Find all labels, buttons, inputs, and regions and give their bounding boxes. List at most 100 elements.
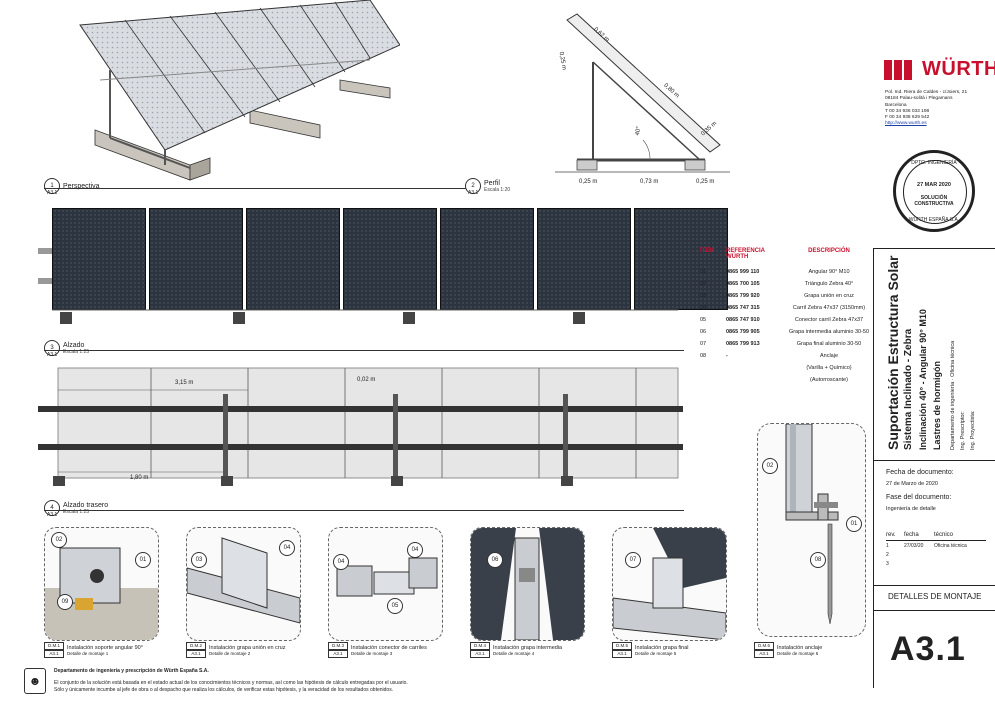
stamp-bottom-text: WÜRTH ESPAÑA S.A. [908, 217, 960, 223]
view-number: 3 [44, 340, 60, 356]
dim-base-2: 0,73 m [640, 179, 659, 185]
doc-phase: Ingeniería de detalle [886, 506, 936, 512]
front-elevation-base [38, 248, 678, 324]
company-web-link[interactable]: http://www.wurth.es [885, 121, 927, 127]
doc-subtitle-1: Sistema Inclinado - Zebra [903, 328, 914, 450]
brand-name: WÜRTH [922, 58, 995, 80]
view-tag-perspective: 1 Perspectiva [44, 178, 100, 194]
approval-stamp: DPTO. INGENIERÍA 27 MAR 2020 SOLUCIÓN CO… [893, 150, 975, 232]
table-row: 08-Anclaje [700, 353, 839, 359]
view-title: Perspectiva [63, 182, 100, 190]
view-tag-profile: 2 Perfil Escala 1:20 [465, 178, 510, 194]
items-table-header: ITEM REFERENCIA WÜRTH DESCRIPCIÓN [700, 248, 850, 260]
front-elevation-panels [52, 208, 728, 310]
wurth-logo-icon [884, 59, 912, 80]
footer-disclaimer-2: Sólo y únicamente incumbe al jefe de obr… [54, 687, 394, 693]
doc-phase-label: Fase del documento: [886, 494, 952, 501]
item-marker: 01 [135, 552, 151, 568]
item-marker: 01 [846, 516, 862, 532]
dim-base-1: 0,25 m [579, 179, 598, 185]
anchor-drawing [785, 424, 839, 625]
item-marker: 07 [625, 552, 641, 568]
view-tag-front: 3 Alzado Escala 1:25 [44, 340, 89, 356]
item-marker: 04 [333, 554, 349, 570]
view-number: 2 [465, 178, 481, 194]
view-sheet: A3.1 [468, 190, 479, 196]
company-address: Pol. Ind. Riera de Caldes - c/Joiers, 21… [885, 90, 990, 128]
detail-4: 06 [470, 527, 585, 641]
doc-date-label: Fecha de documento: [886, 469, 954, 476]
revision-table: rev. fecha técnico 1 27/03/20 Oficina té… [886, 532, 986, 570]
stamp-top-text: DPTO. INGENIERÍA [911, 160, 957, 166]
perspective-illustration [79, 0, 400, 181]
engineer-icon: ☻ [24, 668, 46, 694]
dim-panel-gap: 0,02 m [357, 377, 376, 383]
stamp-date: 27 MAR 2020 [917, 182, 951, 188]
revision-header: rev. fecha técnico [886, 532, 954, 538]
dim-panel-width: 3,15 m [175, 380, 194, 386]
doc-proyectista: Ing. Proyectista: [970, 410, 976, 450]
item-marker: 09 [57, 594, 73, 610]
view-number: 4 [44, 500, 60, 516]
item-marker: 02 [762, 458, 778, 474]
doc-subtitle-3: Lastres de hormigón [932, 360, 942, 450]
footer-dept: Departamento de ingeniería y prescripció… [54, 668, 209, 674]
view-title: Alzado [63, 341, 85, 349]
detail-5: 07 [612, 527, 727, 641]
view-sheet: A3.1 [47, 352, 58, 358]
table-row: 3 [886, 561, 889, 567]
view-sheet: A3.1 [47, 190, 58, 196]
detail-2: 04 03 [186, 527, 301, 641]
table-row: 1 27/03/20 Oficina técnica [886, 543, 967, 549]
stamp-line-2: CONSTRUCTIVA [914, 201, 954, 207]
stamp-line-1: SOLUCIÓN [920, 195, 948, 201]
item-marker: 06 [487, 552, 503, 568]
view-number: 1 [44, 178, 60, 194]
dim-support-span: 1,80 m [130, 475, 149, 481]
doc-title: Suportación Estructura Solar [885, 255, 901, 450]
detail-1: 02 01 09 [44, 527, 159, 641]
doc-prescriptor: Ing. Prescriptor: [960, 411, 966, 450]
view-title: Perfil [484, 179, 500, 187]
item-marker: 08 [810, 552, 826, 568]
item-marker: 02 [51, 532, 67, 548]
profile-drawing [555, 13, 730, 173]
detail-anchor-large: 02 01 08 [757, 423, 866, 637]
doc-subtitle-2: Inclinación 40° - Angular 90° M10 [918, 309, 928, 450]
view-sheet: A3.1 [47, 512, 58, 518]
view-scale: Escala 1:20 [484, 186, 511, 193]
view-scale: Escala 1:25 [63, 508, 90, 515]
view-tag-rear: 4 Alzado trasero Escala 1:25 [44, 500, 108, 516]
item-marker: 04 [279, 540, 295, 556]
footer-disclaimer-1: El conjunto de la solución está basada e… [54, 680, 408, 686]
wurth-logo: WÜRTH [884, 58, 995, 81]
doc-date: 27 de Marzo de 2020 [886, 481, 938, 487]
item-marker: 05 [387, 598, 403, 614]
view-scale: Escala 1:25 [63, 348, 90, 355]
item-marker: 03 [191, 552, 207, 568]
doc-dept: Departamento de ingeniería · Oficina téc… [950, 340, 956, 450]
view-title: Alzado trasero [63, 501, 109, 509]
table-row-note: (Varilla + Químico) [806, 365, 852, 371]
sheet-number: A3.1 [890, 630, 966, 668]
dim-base-3: 0,25 m [696, 179, 715, 185]
table-row-note: (Autorroscante) [810, 377, 848, 383]
detail-3: 04 04 05 [328, 527, 443, 641]
section-title: DETALLES DE MONTAJE [888, 592, 982, 601]
table-row: 2 [886, 552, 889, 558]
item-marker: 04 [407, 542, 423, 558]
